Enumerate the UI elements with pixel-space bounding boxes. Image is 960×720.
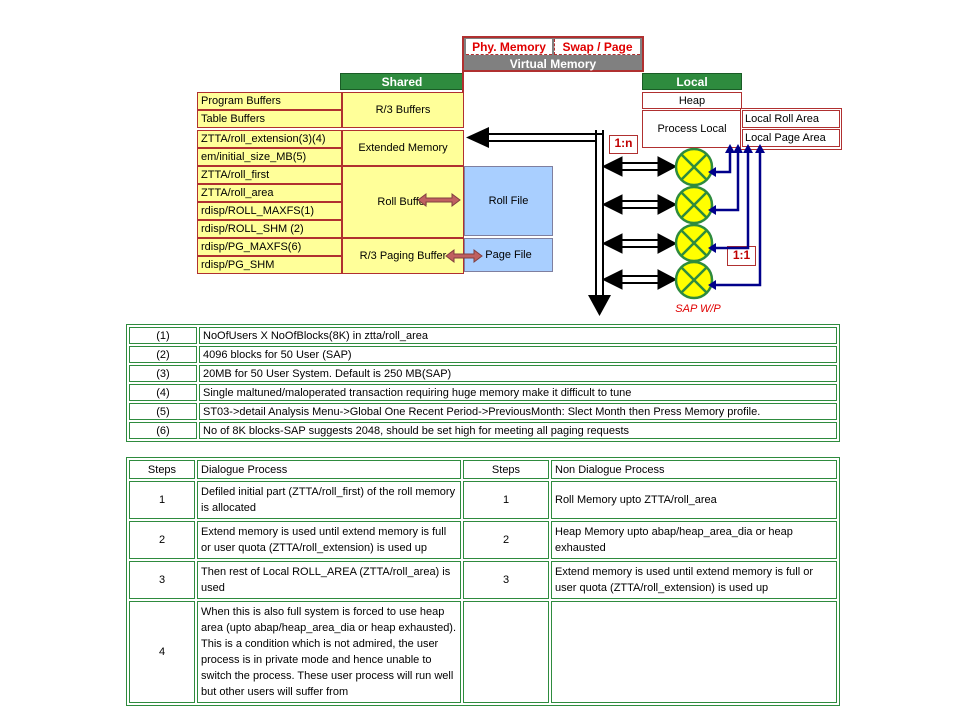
param-em-initial-size: em/initial_size_MB(5) (197, 148, 342, 166)
step-number (463, 601, 549, 703)
wp-link-arrows (601, 156, 678, 290)
step-number: 2 (463, 521, 549, 559)
note-number: (2) (129, 346, 197, 363)
local-connector-arrows (712, 150, 762, 287)
steps-table: Steps Dialogue Process Steps Non Dialogu… (126, 457, 840, 706)
virtual-memory-label: Virtual Memory (509, 57, 597, 71)
notes-table: (1)NoOfUsers X NoOfBlocks(8K) in ztta/ro… (126, 324, 840, 442)
note-text: NoOfUsers X NoOfBlocks(8K) in ztta/roll_… (199, 327, 837, 344)
process-local-box: Process Local (642, 110, 742, 148)
page-swap-arrow (445, 249, 483, 263)
ratio-one-one-tag: 1:1 (727, 246, 756, 266)
wp-4-icon (674, 260, 714, 300)
step-number: 3 (463, 561, 549, 599)
param-roll-shm: rdisp/ROLL_SHM (2) (197, 220, 342, 238)
dialogue-step-text: Defiled initial part (ZTTA/roll_first) o… (197, 481, 461, 519)
local-roll-area-box: Local Roll Area (742, 110, 840, 128)
roll-swap-arrow (417, 193, 461, 207)
note-row: (3)20MB for 50 User System. Default is 2… (129, 365, 837, 382)
swap-page-label: Swap / Page (554, 39, 640, 55)
heap-box: Heap (642, 92, 742, 109)
note-row: (5)ST03->detail Analysis Menu->Global On… (129, 403, 837, 420)
note-number: (3) (129, 365, 197, 382)
note-text: ST03->detail Analysis Menu->Global One R… (199, 403, 837, 420)
paging-buffer-box: R/3 Paging Buffer (342, 238, 464, 274)
note-row: (4)Single maltuned/maloperated transacti… (129, 384, 837, 401)
note-text: No of 8K blocks-SAP suggests 2048, shoul… (199, 422, 837, 439)
note-number: (5) (129, 403, 197, 420)
phys-memory-label: Phy. Memory (466, 39, 552, 55)
param-roll-area: ZTTA/roll_area (197, 184, 342, 202)
step-number: 2 (129, 521, 195, 559)
steps-header-2: Steps (463, 460, 549, 479)
flow-arrows (417, 127, 765, 316)
step-number: 4 (129, 601, 195, 703)
note-number: (6) (129, 422, 197, 439)
non-dialogue-step-text: Roll Memory upto ZTTA/roll_area (551, 481, 837, 519)
memory-header: Phy. Memory Swap / Page Virtual Memory (462, 36, 644, 72)
note-row: (1)NoOfUsers X NoOfBlocks(8K) in ztta/ro… (129, 327, 837, 344)
roll-file-box: Roll File (464, 166, 553, 236)
wp-2-icon (674, 185, 714, 225)
non-dialogue-step-text: Heap Memory upto abap/heap_area_dia or h… (551, 521, 837, 559)
note-number: (4) (129, 384, 197, 401)
steps-header-1: Steps (129, 460, 195, 479)
local-page-area-box: Local Page Area (742, 129, 840, 147)
param-roll-first: ZTTA/roll_first (197, 166, 342, 184)
param-pg-maxfs: rdisp/PG_MAXFS(6) (197, 238, 342, 256)
local-header: Local (642, 73, 742, 90)
non-dialogue-step-text (551, 601, 837, 703)
steps-header-non-dialogue: Non Dialogue Process (551, 460, 837, 479)
step-number: 1 (463, 481, 549, 519)
param-table-buffers: Table Buffers (197, 110, 342, 128)
note-text: 20MB for 50 User System. Default is 250 … (199, 365, 837, 382)
note-row: (6)No of 8K blocks-SAP suggests 2048, sh… (129, 422, 837, 439)
r3-buffers-box: R/3 Buffers (342, 92, 464, 128)
wp-1-icon (674, 147, 714, 187)
note-text: 4096 blocks for 50 User (SAP) (199, 346, 837, 363)
extended-memory-box: Extended Memory (342, 130, 464, 166)
param-pg-shm: rdisp/PG_SHM (197, 256, 342, 274)
param-program-buffers: Program Buffers (197, 92, 342, 110)
ratio-one-n-tag: 1:n (609, 135, 638, 154)
dialogue-step-text: Then rest of Local ROLL_AREA (ZTTA/roll_… (197, 561, 461, 599)
roll-buffer-box: Roll Buffer (342, 166, 464, 238)
dialogue-step-text: Extend memory is used until extend memor… (197, 521, 461, 559)
work-process-icons (674, 147, 714, 300)
note-row: (2)4096 blocks for 50 User (SAP) (129, 346, 837, 363)
main-vertical-arrow (588, 130, 611, 316)
non-dialogue-step-text: Extend memory is used until extend memor… (551, 561, 837, 599)
dialogue-step-text: When this is also full system is forced … (197, 601, 461, 703)
step-number: 3 (129, 561, 195, 599)
wp-3-icon (674, 223, 714, 263)
step-number: 1 (129, 481, 195, 519)
local-connector-heads (708, 144, 765, 290)
shared-header: Shared (340, 73, 464, 90)
steps-header-dialogue: Dialogue Process (197, 460, 461, 479)
shared-outline (462, 72, 464, 92)
note-text: Single maltuned/maloperated transaction … (199, 384, 837, 401)
param-roll-maxfs: rdisp/ROLL_MAXFS(1) (197, 202, 342, 220)
sap-wp-label: SAP W/P (675, 303, 721, 315)
extended-memory-arrow (466, 127, 603, 148)
param-roll-extension: ZTTA/roll_extension(3)(4) (197, 130, 342, 148)
steps-header-row: Steps Dialogue Process Steps Non Dialogu… (129, 460, 837, 479)
note-number: (1) (129, 327, 197, 344)
